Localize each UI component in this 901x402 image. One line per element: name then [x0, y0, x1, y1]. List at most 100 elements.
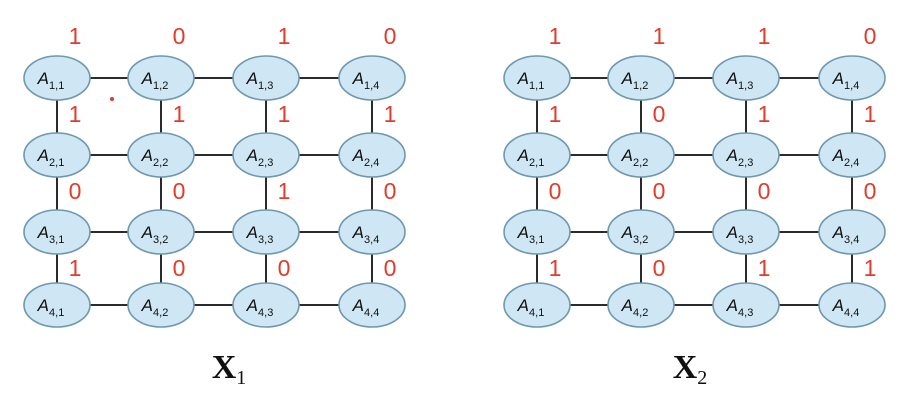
node-label-symbol: A — [246, 296, 258, 315]
node-label: A4,2 — [141, 296, 169, 319]
red-dot-mark — [110, 97, 114, 101]
node-a-1-2: A1,2 — [607, 55, 675, 101]
node-label-index: 4,3 — [738, 307, 753, 319]
grid-caption: X2 — [673, 349, 708, 389]
node-label: A4,3 — [726, 296, 754, 319]
node-label-index: 1,2 — [633, 80, 648, 92]
node-label-symbol: A — [832, 296, 844, 315]
node-label-index: 3,3 — [738, 234, 753, 246]
node-label-symbol: A — [621, 146, 633, 165]
node-a-2-1: A2,1 — [23, 132, 91, 178]
node-label: A1,4 — [352, 69, 380, 92]
node-label: A1,3 — [726, 69, 754, 92]
node-ellipse — [127, 282, 195, 328]
node-a-1-4: A1,4 — [338, 55, 406, 101]
node-label: A2,4 — [832, 146, 860, 169]
node-label-index: 2,3 — [258, 157, 273, 169]
node-label-index: 3,4 — [844, 234, 859, 246]
node-ellipse — [607, 132, 675, 178]
node-ellipse — [503, 132, 571, 178]
node-label-index: 3,3 — [258, 234, 273, 246]
bit-value: 0 — [384, 23, 397, 49]
node-label: A3,2 — [141, 223, 169, 246]
node-a-4-2: A4,2 — [127, 282, 195, 328]
node-ellipse — [818, 55, 886, 101]
node-label-index: 2,4 — [364, 157, 379, 169]
node-label-symbol: A — [141, 146, 153, 165]
node-ellipse — [127, 209, 195, 255]
node-ellipse — [503, 282, 571, 328]
node-label-symbol: A — [37, 223, 49, 242]
bit-value: 1 — [278, 178, 291, 204]
bit-value: 0 — [864, 178, 877, 204]
node-ellipse — [712, 55, 780, 101]
node-label-index: 2,2 — [153, 157, 168, 169]
node-label: A2,1 — [517, 146, 545, 169]
node-label-index: 4,3 — [258, 307, 273, 319]
bit-value: 1 — [653, 23, 666, 49]
bit-value: 1 — [549, 23, 562, 49]
node-label-symbol: A — [352, 296, 364, 315]
node-a-4-2: A4,2 — [607, 282, 675, 328]
node-label: A4,3 — [246, 296, 274, 319]
node-label-symbol: A — [37, 146, 49, 165]
bit-value: 1 — [864, 255, 877, 281]
node-a-2-3: A2,3 — [712, 132, 780, 178]
node-a-4-3: A4,3 — [712, 282, 780, 328]
node-label: A3,1 — [517, 223, 545, 246]
node-label-index: 3,1 — [49, 234, 64, 246]
node-label: A2,3 — [246, 146, 274, 169]
node-label: A1,3 — [246, 69, 274, 92]
bit-value: 0 — [173, 255, 186, 281]
node-label-symbol: A — [726, 69, 738, 88]
bit-value: 1 — [758, 101, 771, 127]
bit-value: 1 — [278, 23, 291, 49]
node-label-symbol: A — [37, 296, 49, 315]
node-label-symbol: A — [832, 146, 844, 165]
node-label-index: 1,3 — [738, 80, 753, 92]
node-a-4-3: A4,3 — [232, 282, 300, 328]
node-label: A2,2 — [141, 146, 169, 169]
node-ellipse — [607, 282, 675, 328]
node-label-symbol: A — [726, 296, 738, 315]
bit-value: 1 — [69, 101, 82, 127]
node-ellipse — [607, 55, 675, 101]
node-label-index: 2,1 — [49, 157, 64, 169]
node-label-symbol: A — [517, 296, 529, 315]
caption-symbol: X — [212, 349, 237, 386]
bit-value: 1 — [173, 101, 186, 127]
node-a-4-4: A4,4 — [338, 282, 406, 328]
node-label-index: 2,2 — [633, 157, 648, 169]
bit-value: 1 — [278, 101, 291, 127]
node-ellipse — [503, 55, 571, 101]
node-a-1-3: A1,3 — [712, 55, 780, 101]
node-label: A1,2 — [141, 69, 169, 92]
node-label-symbol: A — [246, 223, 258, 242]
node-label: A3,3 — [726, 223, 754, 246]
node-a-3-3: A3,3 — [232, 209, 300, 255]
node-ellipse — [818, 282, 886, 328]
bit-value: 0 — [173, 23, 186, 49]
node-label-symbol: A — [621, 296, 633, 315]
node-ellipse — [338, 282, 406, 328]
node-a-1-3: A1,3 — [232, 55, 300, 101]
node-label: A3,3 — [246, 223, 274, 246]
node-label: A2,4 — [352, 146, 380, 169]
node-label-index: 2,3 — [738, 157, 753, 169]
node-ellipse — [232, 55, 300, 101]
bit-value: 0 — [278, 255, 291, 281]
caption-symbol: X — [673, 349, 698, 386]
node-ellipse — [712, 209, 780, 255]
node-ellipse — [232, 132, 300, 178]
bit-value: 0 — [653, 101, 666, 127]
node-a-3-1: A3,1 — [23, 209, 91, 255]
node-label-index: 1,4 — [364, 80, 379, 92]
node-a-2-3: A2,3 — [232, 132, 300, 178]
node-label-symbol: A — [352, 146, 364, 165]
node-label-index: 1,2 — [153, 80, 168, 92]
node-label-index: 4,4 — [364, 307, 379, 319]
node-label-symbol: A — [141, 69, 153, 88]
node-label-index: 1,4 — [844, 80, 859, 92]
node-a-1-1: A1,1 — [23, 55, 91, 101]
